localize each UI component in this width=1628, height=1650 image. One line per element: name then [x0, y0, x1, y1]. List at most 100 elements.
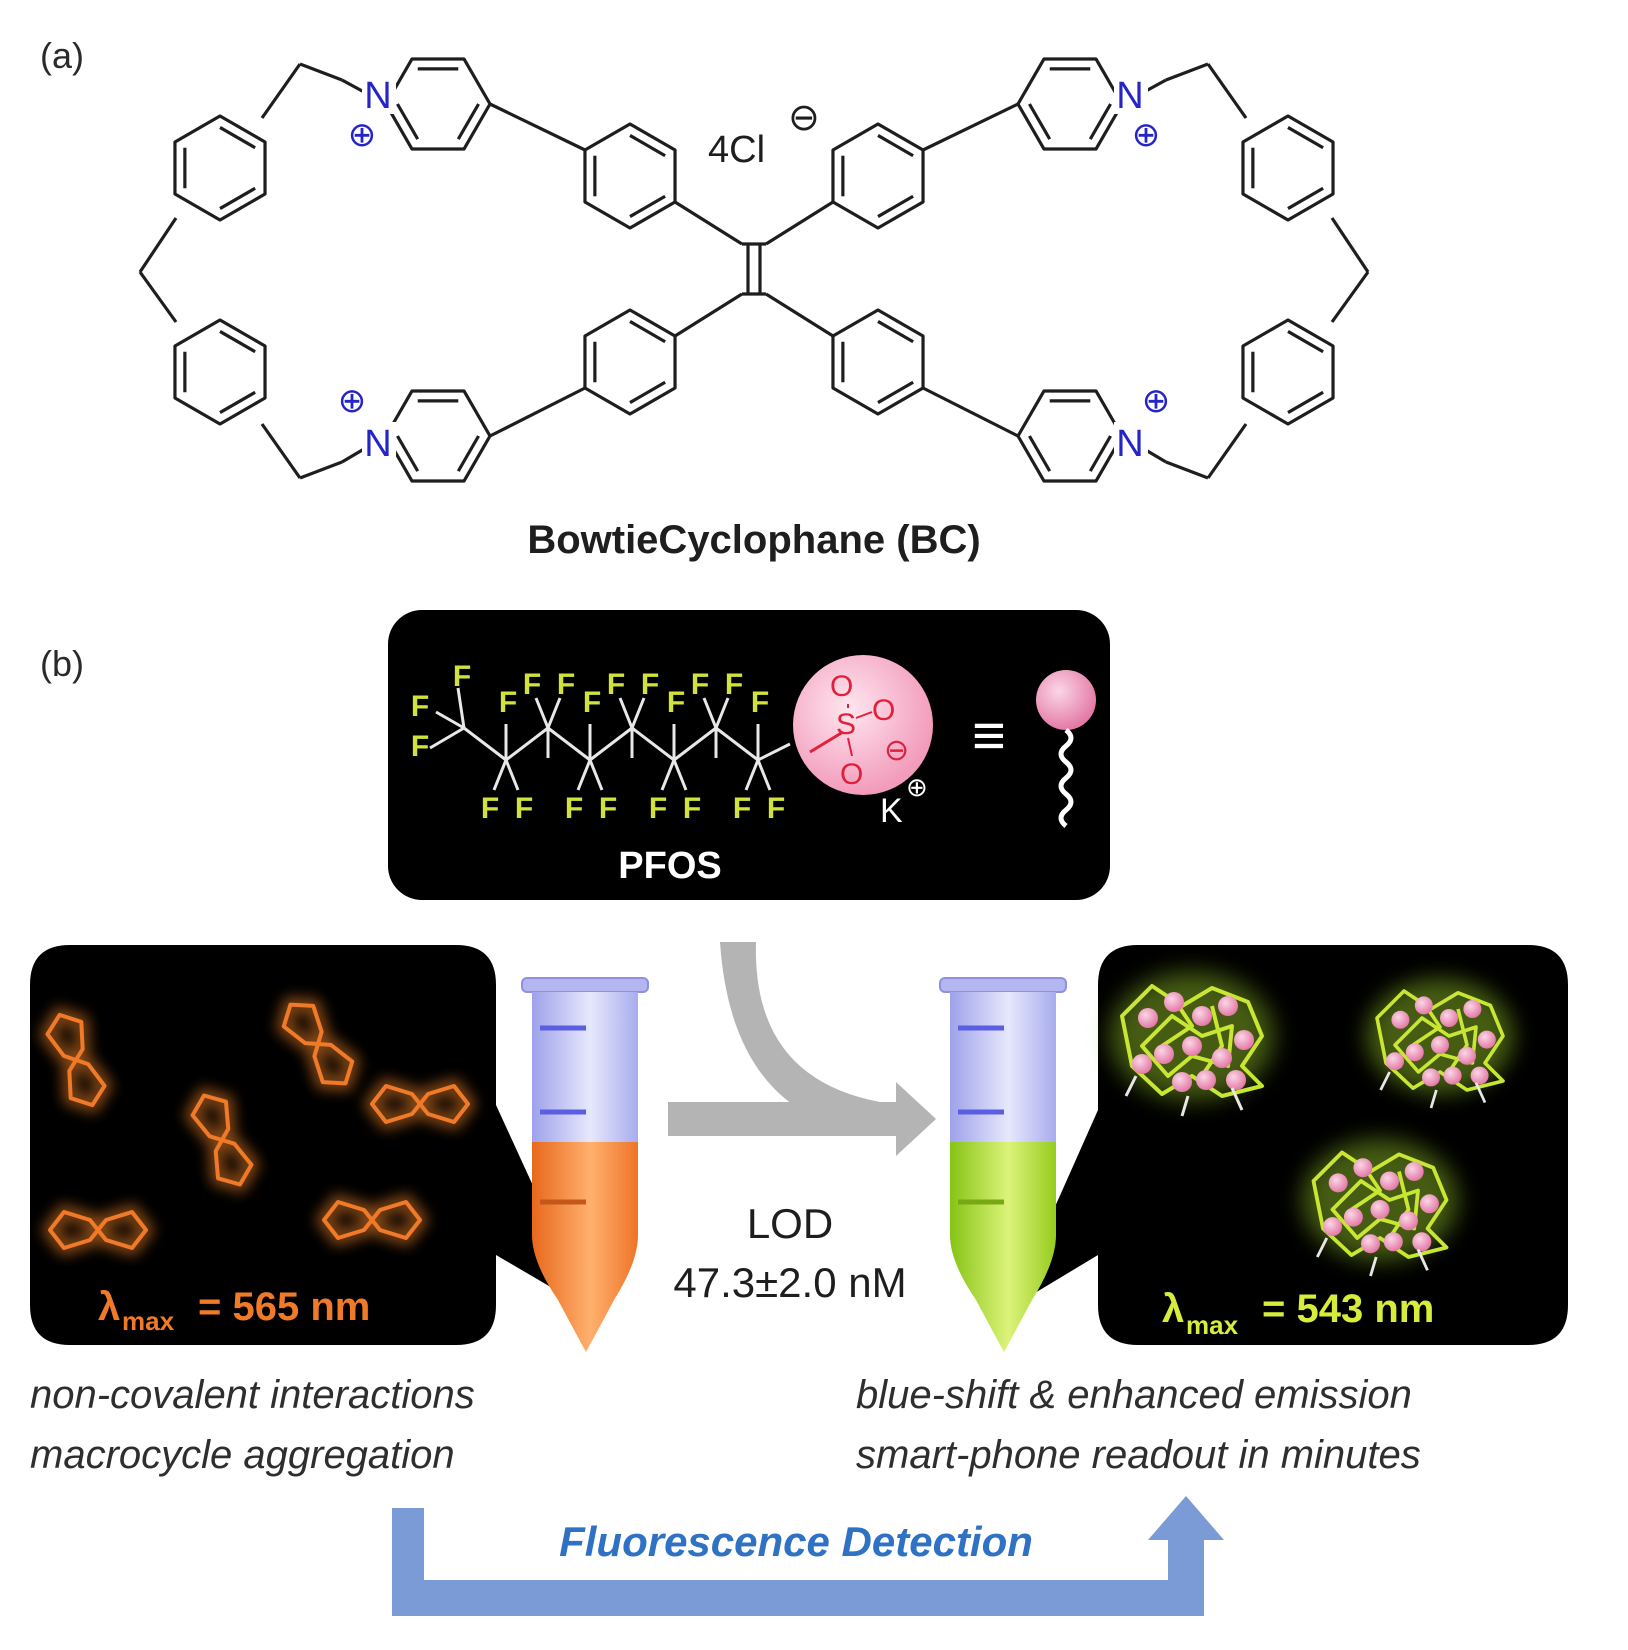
sulfonate-o-bottom: O: [840, 758, 863, 791]
sulfonate-o-right: O: [872, 694, 895, 727]
green-tube-empty: [950, 992, 1056, 1142]
pyridinium-ring-upper-double-bond: [1088, 103, 1112, 140]
curved-arrow-icon: [720, 942, 880, 1136]
phenyl-ring-lower-inner: [831, 308, 925, 416]
pyridinium-ring-lower-double-bond: [456, 435, 480, 472]
green-sample-tube: [939, 977, 1067, 1352]
bound-pfos-tail-icon: [1316, 1237, 1329, 1258]
xylylene-ring-upper-double-bond: [219, 186, 256, 210]
bound-pfos-head-icon: [1383, 1232, 1403, 1252]
bound-pfos-head-icon: [1458, 1046, 1476, 1065]
bound-pfos-tail-icon: [1474, 1082, 1487, 1104]
pfos-cf-bond: [660, 759, 676, 791]
pyridinium-ring-upper: [1016, 57, 1124, 151]
molecule-skeleton: [138, 57, 1370, 483]
bound-pfos-head-icon: [1328, 1173, 1348, 1193]
phenyl-ring-lower-inner-double-bond: [629, 380, 666, 404]
xylylene-ring-upper-double-bond: [219, 126, 256, 150]
pfos-bound-cluster-1: [1110, 972, 1274, 1117]
macrocycle-aggregate-4: [363, 1077, 477, 1131]
xylylene-ring-upper-double-bond: [1287, 126, 1324, 150]
pyridinium-ring-upper-double-bond: [396, 103, 420, 140]
bound-pfos-head-icon: [1234, 1030, 1254, 1050]
xylylene-ring-upper: [173, 114, 267, 222]
orange-sample-tube: [521, 977, 649, 1352]
bond-ch2-upper: [299, 62, 343, 82]
bound-pfos-head-icon: [1323, 1217, 1342, 1237]
fluorine-top: F: [523, 668, 541, 701]
sulfonate-headgroup-sphere: [793, 655, 933, 795]
xylylene-ring-lower-double-bond: [219, 390, 256, 414]
pfos-cf-bond: [714, 697, 730, 729]
pfos-cf-bond: [744, 759, 760, 791]
bond-center-to-lower-phenyl: [765, 292, 834, 338]
bond-pyridinium-to-phenyl-upper: [922, 102, 1019, 152]
phenyl-ring-lower-inner: [583, 308, 677, 416]
fluorine-bottom: F: [683, 792, 701, 825]
pfos-cf-bond: [618, 697, 634, 729]
bond-ch2-to-xylyl-upper: [1206, 63, 1248, 119]
macrocycle-aggregate-1: [38, 1006, 114, 1114]
pfos-name: PFOS: [618, 845, 721, 887]
fluorine-top-odd: F: [583, 686, 601, 719]
bound-pfos-head-icon: [1380, 1171, 1399, 1191]
nitrogen-upper: N: [364, 75, 391, 117]
sulfonate-group: S O O O ⊖: [809, 670, 909, 791]
bowtie-outline: [322, 1200, 422, 1240]
xylylene-ring-upper-double-bond: [1287, 186, 1324, 210]
sulfonate-charge-icon: ⊖: [884, 734, 909, 767]
bond-ch2-lower: [1165, 460, 1209, 480]
bound-pfos-head-icon: [1164, 992, 1184, 1012]
fluorine-top: F: [641, 668, 659, 701]
bond-pyridinium-to-phenyl-lower: [489, 386, 586, 438]
bound-pfos-tail-icon: [1416, 1248, 1429, 1271]
right-lambda-symbol: λ: [1162, 1287, 1184, 1331]
bound-pfos-head-icon: [1132, 1054, 1152, 1074]
bound-pfos-head-icon: [1182, 1036, 1202, 1056]
pfos-c-s-bond: [757, 742, 791, 762]
pfos-schematic-head-icon: [1036, 670, 1096, 730]
nitrogen-mask: [362, 74, 396, 114]
pfos-cf-bond: [588, 759, 604, 791]
bound-pfos-tail-icon: [1124, 1075, 1138, 1097]
pyridinium-ring-lower-double-bond: [396, 435, 420, 472]
right-caption-line-1: blue-shift & enhanced emission: [856, 1373, 1412, 1417]
bound-pfos-tail-icon: [1429, 1089, 1438, 1109]
fluorine-bottom: F: [515, 792, 533, 825]
bowtie-outline: [281, 1002, 355, 1086]
bound-pfos-head-icon: [1172, 1072, 1192, 1092]
macrocycle-aggregate-5: [41, 1203, 155, 1257]
phenyl-ring-upper-inner-double-bond: [629, 134, 666, 158]
bound-pfos-head-icon: [1443, 1066, 1462, 1085]
bound-pfos-head-icon: [1192, 1006, 1212, 1026]
fluorine-bottom: F: [599, 792, 617, 825]
panel-a-label: (a): [40, 35, 84, 76]
fluorine-cf3-a: F: [411, 690, 429, 723]
nitrogen-mask: [362, 422, 396, 462]
bound-pfos-head-icon: [1370, 1200, 1390, 1219]
pfos-schematic-tail-icon: [1058, 728, 1074, 828]
pfos-cc-bond: [589, 726, 633, 762]
fluorine-top-odd: F: [751, 686, 769, 719]
bowtie-outline: [190, 1093, 254, 1187]
positive-charge-upper-icon: ⊕: [1132, 116, 1161, 154]
cluster-macrocycle-outline: [1140, 1014, 1234, 1078]
bottom-u-arrow-icon: [392, 1496, 1224, 1616]
bond-bridge-upper: [1330, 217, 1370, 273]
right-caption-line-2: smart-phone readout in minutes: [856, 1433, 1421, 1477]
right-lambda-value: = 543 nm: [1262, 1287, 1434, 1331]
fluorine-cf3-c: F: [453, 660, 471, 693]
fluorine-bottom: F: [649, 792, 667, 825]
right-lambda-max: λ max = 543 nm: [1162, 1287, 1434, 1340]
nitrogen-upper: N: [1116, 75, 1143, 117]
pfos-cf-bond: [672, 759, 688, 791]
pfos-bound-cluster-2: [1366, 978, 1514, 1109]
orange-tube-solution: [532, 1142, 638, 1352]
fluorine-top: F: [557, 668, 575, 701]
macrocycle-aggregate-3: [184, 1087, 260, 1193]
xylylene-ring-upper: [1241, 114, 1335, 222]
sulfonate-o-top: O: [830, 670, 853, 703]
bound-pfos-head-icon: [1391, 1010, 1410, 1029]
